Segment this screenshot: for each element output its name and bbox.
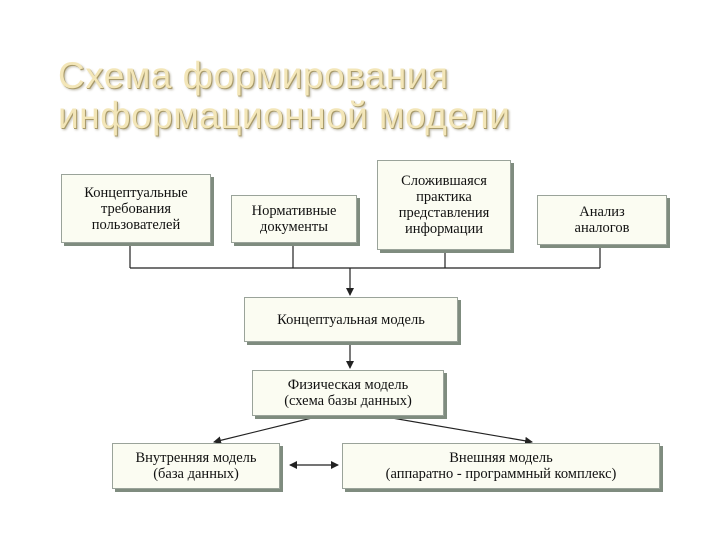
title-line-2: информационной модели bbox=[58, 95, 511, 136]
box-conceptual-requirements: Концептуальные требования пользователей bbox=[61, 174, 211, 243]
slide-title: Схема формирования информационной модели bbox=[58, 56, 510, 136]
box-analogs-analysis: Анализ аналогов bbox=[537, 195, 667, 245]
arrow-to-internal bbox=[213, 415, 321, 445]
box-physical-model: Физическая модель (схема базы данных) bbox=[252, 370, 444, 416]
box-internal-model: Внутренняя модель (база данных) bbox=[112, 443, 280, 489]
title-line-1: Схема формирования bbox=[58, 55, 449, 96]
box-external-model: Внешняя модель (аппаратно - программный … bbox=[342, 443, 660, 489]
arrow-to-external bbox=[379, 415, 533, 445]
box-established-practice: Сложившаяся практика представления инфор… bbox=[377, 160, 511, 250]
box-conceptual-model: Концептуальная модель bbox=[244, 297, 458, 342]
box-normative-documents: Нормативные документы bbox=[231, 195, 357, 243]
